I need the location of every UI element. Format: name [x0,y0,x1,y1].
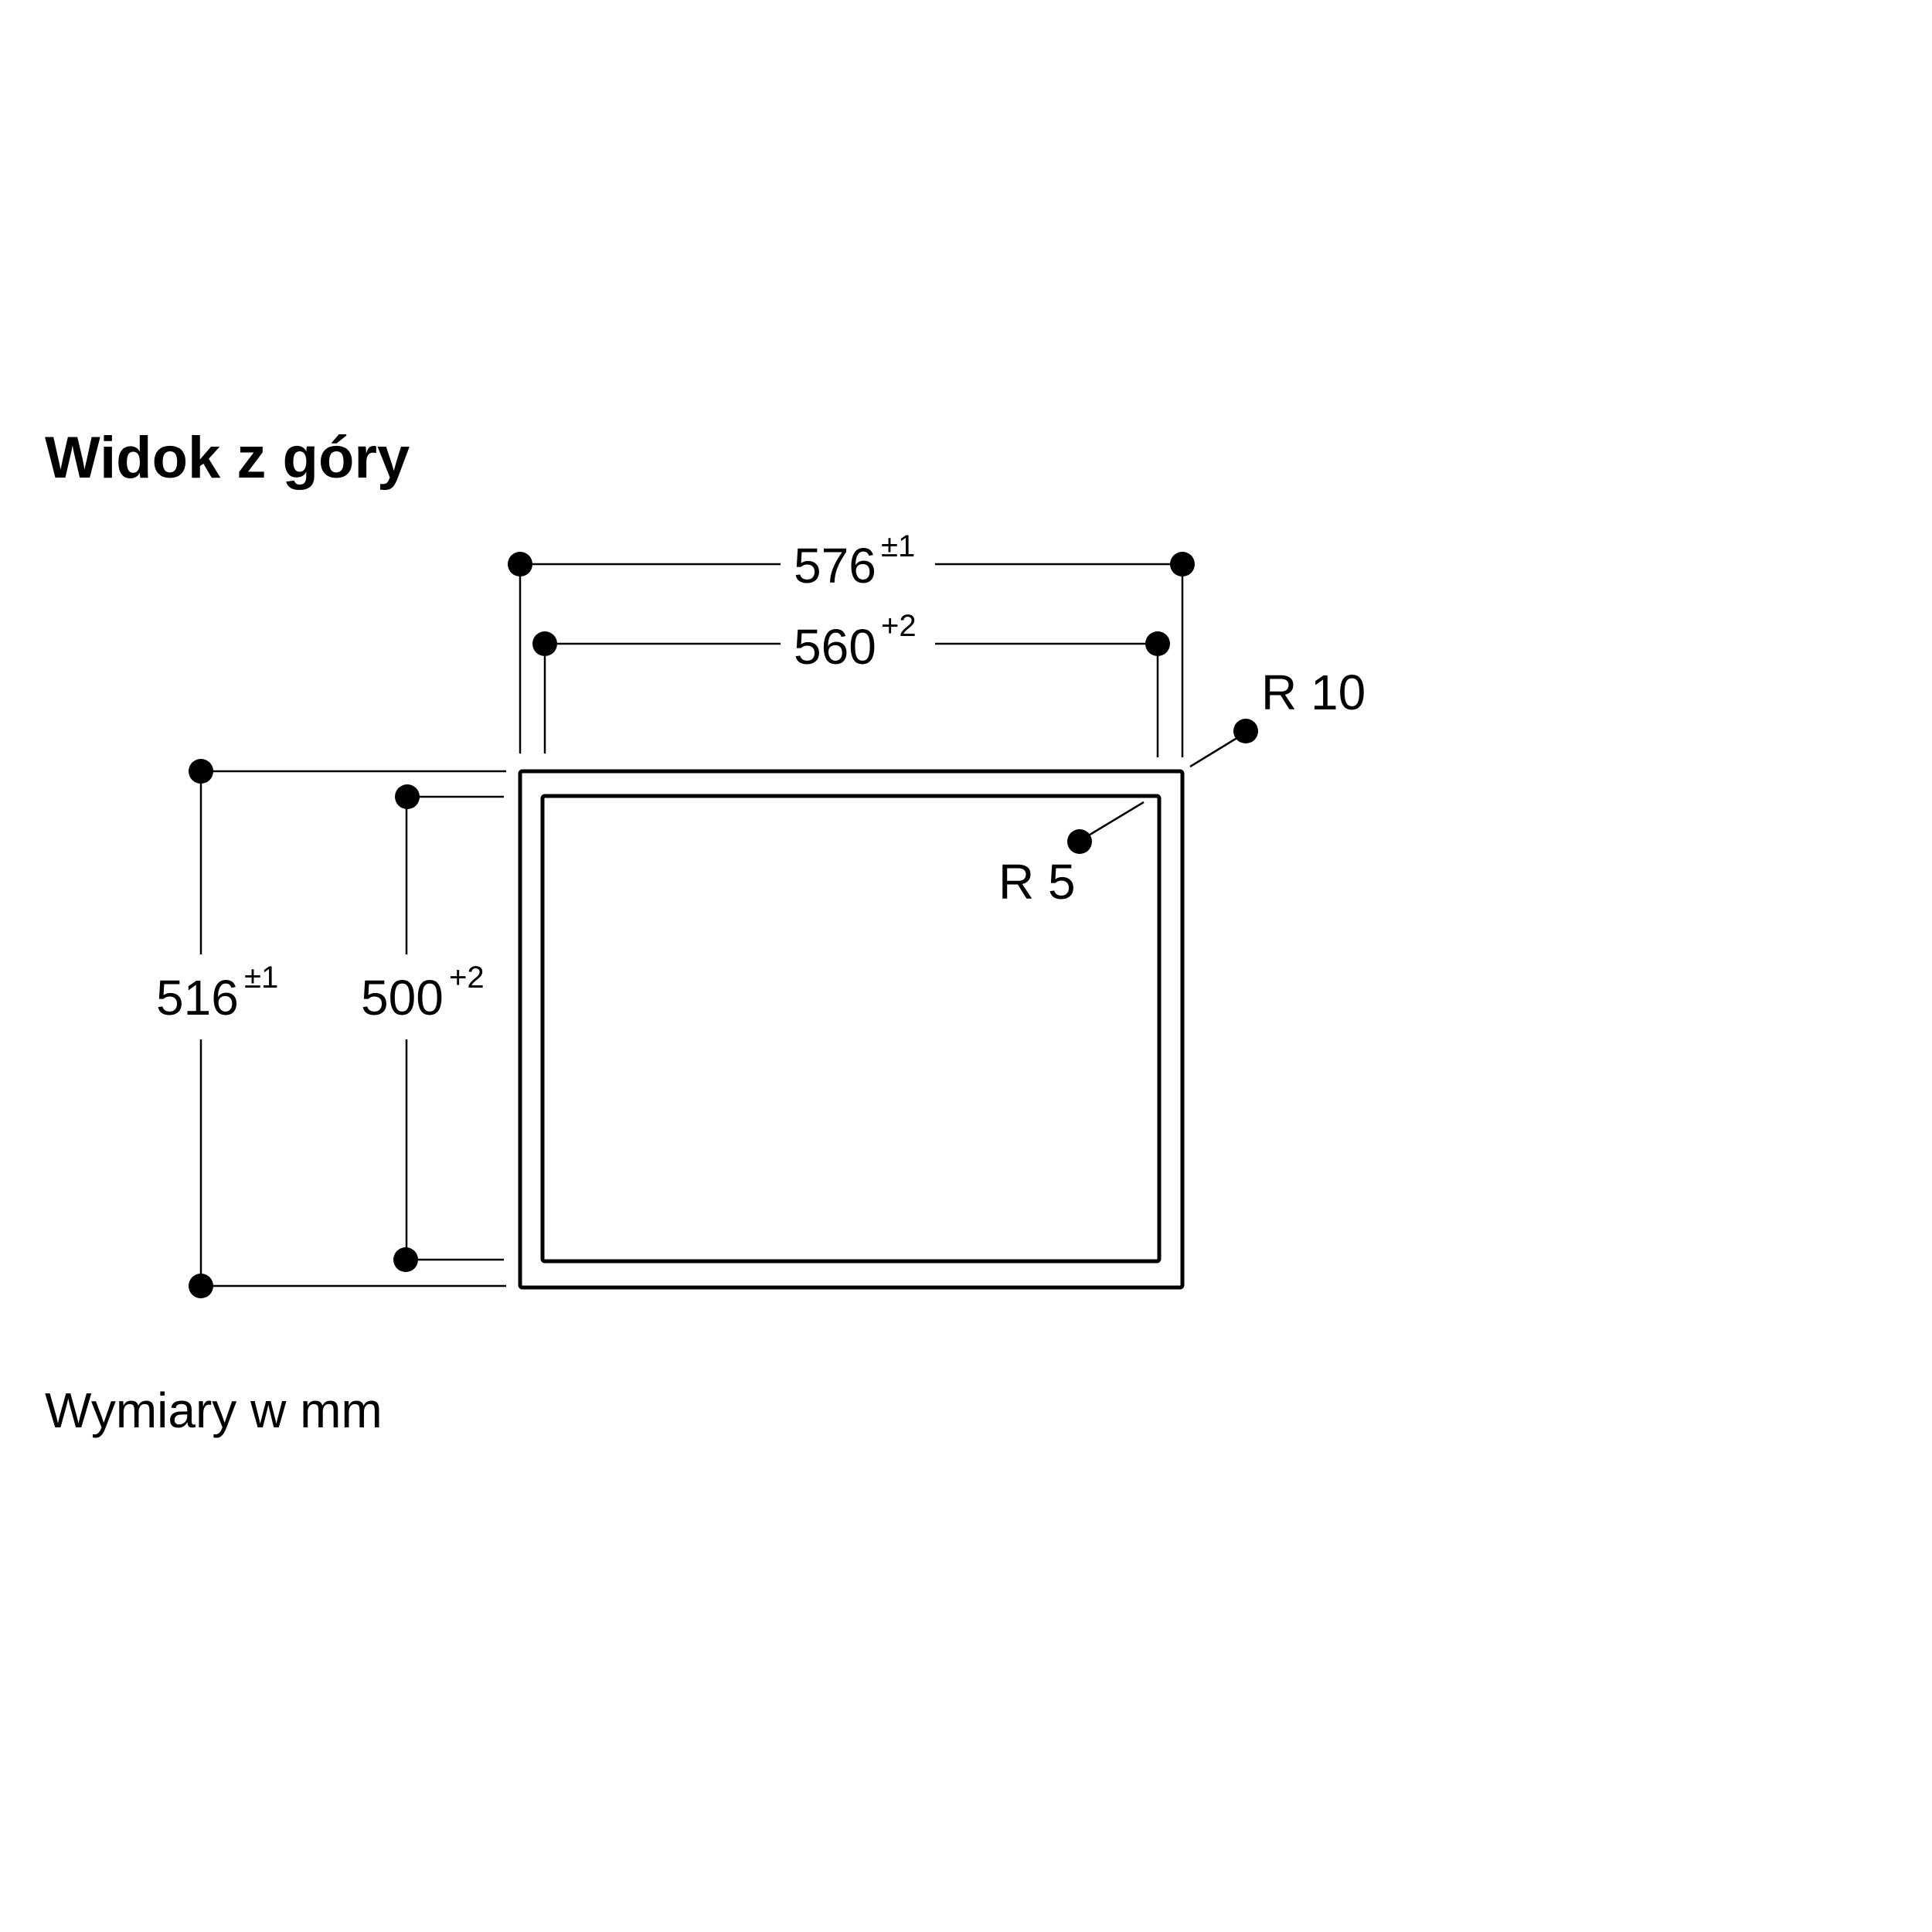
outer-width-dimension: 576 ±1 [508,529,1195,757]
inner-radius-label: R 5 [998,854,1076,910]
inner-cutout-outline [540,794,1162,1264]
dimension-dot [508,552,532,577]
inner-radius-callout: R 5 [998,801,1145,910]
outer-height-value: 516 [156,970,239,1026]
dimension-dot [395,784,420,809]
outer-height-dimension: 516 ±1 [156,759,506,1298]
inner-height-dimension: 500 +2 [361,784,504,1272]
outer-width-value: 576 [794,538,876,594]
outer-width-tolerance: ±1 [881,529,915,563]
dimension-dot [532,631,557,656]
dimension-dot [1145,631,1170,656]
outer-radius-callout: R 10 [1189,665,1366,768]
dimension-dot [1170,552,1195,577]
leader-dot [1067,829,1092,854]
inner-width-tolerance: +2 [881,609,917,643]
outer-height-tolerance: ±1 [244,961,278,995]
inner-width-value: 560 [794,619,876,675]
dimension-dot [393,1247,418,1272]
dimension-dot [189,1274,213,1298]
outer-cutout-outline [518,769,1185,1290]
page-title: Widok z góry [45,425,410,491]
leader-line [1079,801,1145,842]
units-note: Wymiary w mm [45,1383,383,1438]
inner-width-dimension: 560 +2 [532,609,1170,757]
outer-radius-label: R 10 [1261,665,1366,720]
leader-dot [1233,719,1258,743]
inner-height-tolerance: +2 [449,961,485,995]
inner-height-value: 500 [361,970,444,1026]
dimension-dot [189,759,213,784]
